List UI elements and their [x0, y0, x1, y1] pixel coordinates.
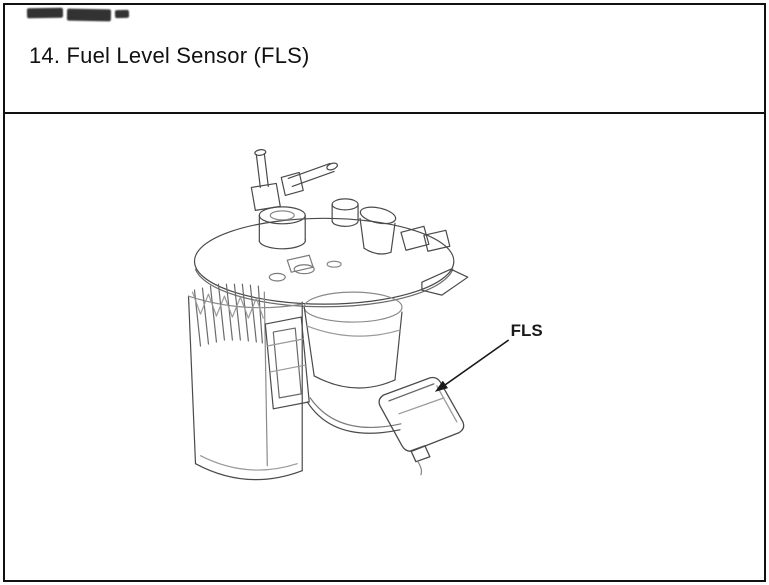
flange-outline	[193, 217, 469, 308]
flange-components	[258, 198, 451, 282]
sensor-bracket	[264, 316, 310, 410]
reservoir-body	[187, 283, 303, 481]
page-title: 14. Fuel Level Sensor (FLS)	[29, 43, 310, 68]
fuel-line-tubes	[250, 149, 338, 211]
page-header: 14. Fuel Level Sensor (FLS)	[5, 5, 764, 114]
fls-callout: FLS	[434, 321, 543, 392]
sensor-wiring	[306, 397, 402, 434]
diagram-area: FLS	[5, 114, 764, 580]
scan-artifact	[26, 7, 133, 24]
manual-page: 14. Fuel Level Sensor (FLS)	[3, 3, 766, 582]
pointer-arrowhead	[434, 380, 449, 392]
fls-label: FLS	[511, 321, 543, 340]
pointer-arrow-line	[440, 339, 510, 389]
filter-cylinder	[303, 291, 403, 389]
fuel-pump-module-drawing: FLS	[187, 149, 543, 481]
fuel-level-sensor	[378, 376, 465, 476]
